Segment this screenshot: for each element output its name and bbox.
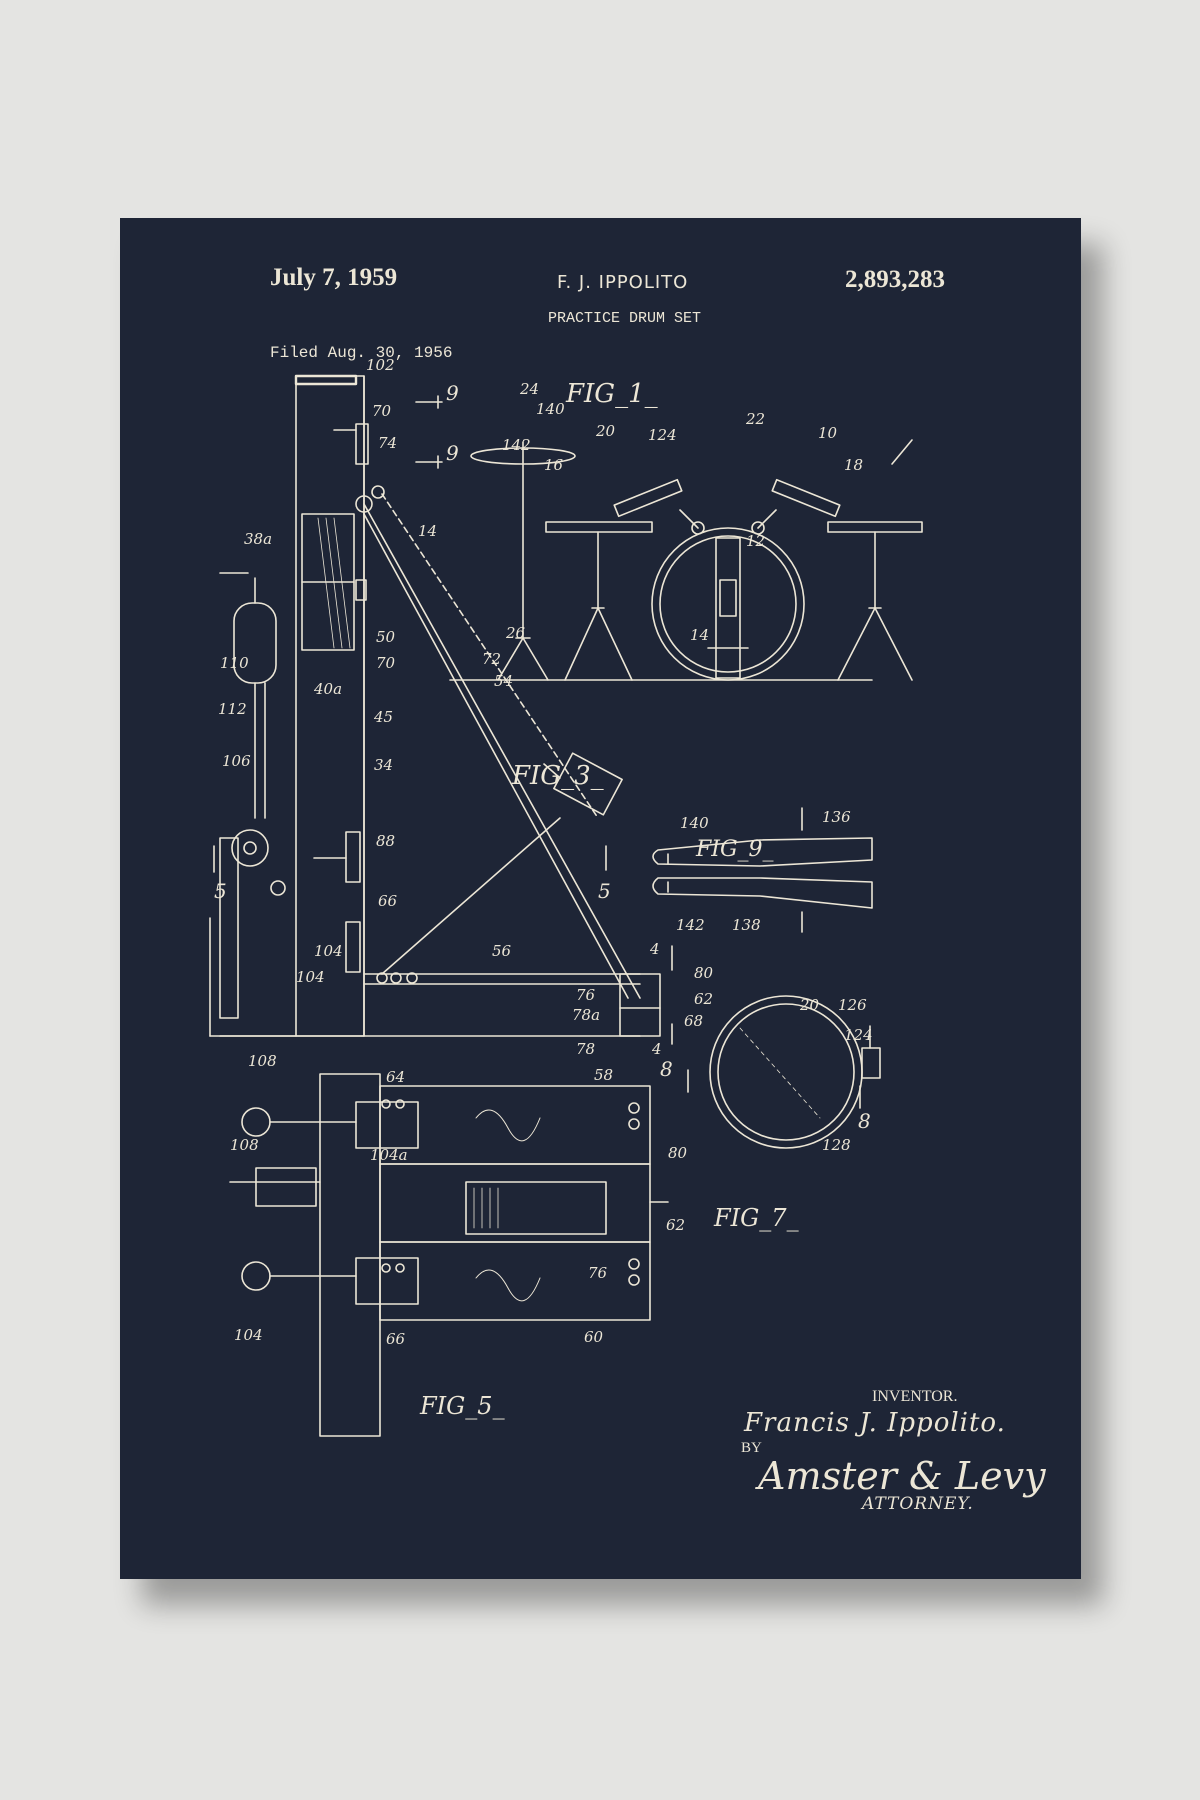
label-14b: 14 xyxy=(690,626,709,644)
label-124: 124 xyxy=(648,426,677,444)
label-26: 26 xyxy=(505,624,526,642)
label-14: 14 xyxy=(418,522,437,540)
label-74: 74 xyxy=(378,434,397,452)
label-50: 50 xyxy=(376,628,396,646)
label-20: 20 xyxy=(595,422,616,440)
label-24: 24 xyxy=(519,380,539,398)
label-45: 45 xyxy=(373,708,393,726)
label-10: 10 xyxy=(818,424,838,442)
label-16: 16 xyxy=(544,456,564,474)
label-58: 58 xyxy=(594,1066,613,1084)
label-104b: 104 xyxy=(296,968,325,986)
fig5-caption: FIG_5_ xyxy=(419,1392,505,1420)
label-56: 56 xyxy=(492,942,512,960)
label-126: 126 xyxy=(838,996,867,1014)
patent-drawing xyxy=(209,374,923,1437)
label-70b: 70 xyxy=(376,654,396,672)
label-38a: 38a xyxy=(244,530,272,548)
label-4b: 4 xyxy=(651,1040,662,1058)
label-34: 34 xyxy=(374,756,393,774)
attorney-signature: Amster & Levy xyxy=(758,1454,1046,1498)
label-18: 18 xyxy=(844,456,863,474)
label-140: 140 xyxy=(536,400,565,418)
label-128: 128 xyxy=(822,1136,851,1154)
by-label: BY xyxy=(741,1440,762,1456)
inventor-name: F. J. IPPOLITO xyxy=(557,272,689,293)
label-8a: 8 xyxy=(660,1057,673,1081)
label-88: 88 xyxy=(376,832,395,850)
label-108b: 108 xyxy=(230,1136,259,1154)
label-4a: 4 xyxy=(649,940,660,958)
fig3-pedal-side xyxy=(209,374,673,1045)
label-66: 66 xyxy=(378,892,398,910)
attorney-label: ATTORNEY. xyxy=(862,1494,974,1514)
label-12: 12 xyxy=(746,532,765,550)
label-64: 64 xyxy=(386,1068,405,1086)
label-9b: 9 xyxy=(446,441,459,465)
label-60: 60 xyxy=(584,1328,604,1346)
label-112: 112 xyxy=(218,700,247,718)
fig9-caption: FIG_9_ xyxy=(695,837,774,862)
label-78a: 78a xyxy=(572,1006,600,1024)
fig1-drum-kit xyxy=(415,395,923,681)
label-104c: 104 xyxy=(234,1326,263,1344)
fig3-caption: FIG_3_ xyxy=(511,761,604,791)
label-76: 76 xyxy=(576,986,596,1004)
label-62: 62 xyxy=(694,990,713,1008)
label-62b: 62 xyxy=(666,1216,685,1234)
label-102: 102 xyxy=(366,356,395,374)
patent-date: July 7, 1959 xyxy=(270,264,398,291)
patent-poster: July 7, 1959 F. J. IPPOLITO 2,893,283 PR… xyxy=(120,218,1081,1579)
label-20b: 20 xyxy=(799,996,820,1014)
patent-title: PRACTICE DRUM SET xyxy=(548,310,702,327)
label-5a: 5 xyxy=(214,879,227,903)
inventor-label: INVENTOR. xyxy=(872,1388,958,1405)
label-76b: 76 xyxy=(588,1264,608,1282)
fig1-caption: FIG_1_ xyxy=(565,379,658,409)
label-68: 68 xyxy=(684,1012,703,1030)
label-142b: 142 xyxy=(676,916,705,934)
label-124b: 124 xyxy=(844,1026,873,1044)
label-104: 104 xyxy=(314,942,343,960)
label-138: 138 xyxy=(732,916,761,934)
label-5b: 5 xyxy=(598,879,611,903)
fig7-drum-ring xyxy=(687,995,881,1149)
fig7-caption: FIG_7_ xyxy=(713,1204,799,1232)
label-108: 108 xyxy=(248,1052,277,1070)
patent-number: 2,893,283 xyxy=(845,266,945,293)
label-140b: 140 xyxy=(680,814,709,832)
label-80b: 80 xyxy=(668,1144,688,1162)
label-136: 136 xyxy=(822,808,851,826)
label-40a: 40a xyxy=(313,680,342,698)
label-70: 70 xyxy=(372,402,392,420)
label-72: 72 xyxy=(482,650,501,668)
label-110: 110 xyxy=(220,654,249,672)
fig9-sticks xyxy=(652,807,873,933)
label-22: 22 xyxy=(745,410,765,428)
label-104a: 104a xyxy=(370,1146,408,1164)
label-80: 80 xyxy=(694,964,714,982)
figure-labels: FIG_1_ FIG_3_ FIG_9_ FIG_7_ FIG_5_ 102 7… xyxy=(214,356,873,1420)
label-9a: 9 xyxy=(446,381,459,405)
label-106: 106 xyxy=(222,752,251,770)
inventor-signature: Francis J. Ippolito. xyxy=(744,1408,1006,1438)
fig5-pedal-plan xyxy=(229,1073,669,1437)
label-66b: 66 xyxy=(386,1330,406,1348)
label-78: 78 xyxy=(576,1040,595,1058)
label-142: 142 xyxy=(502,436,531,454)
label-54: 54 xyxy=(494,672,513,690)
filed-date: Filed Aug. 30, 1956 xyxy=(270,344,453,362)
label-8b: 8 xyxy=(858,1109,871,1133)
